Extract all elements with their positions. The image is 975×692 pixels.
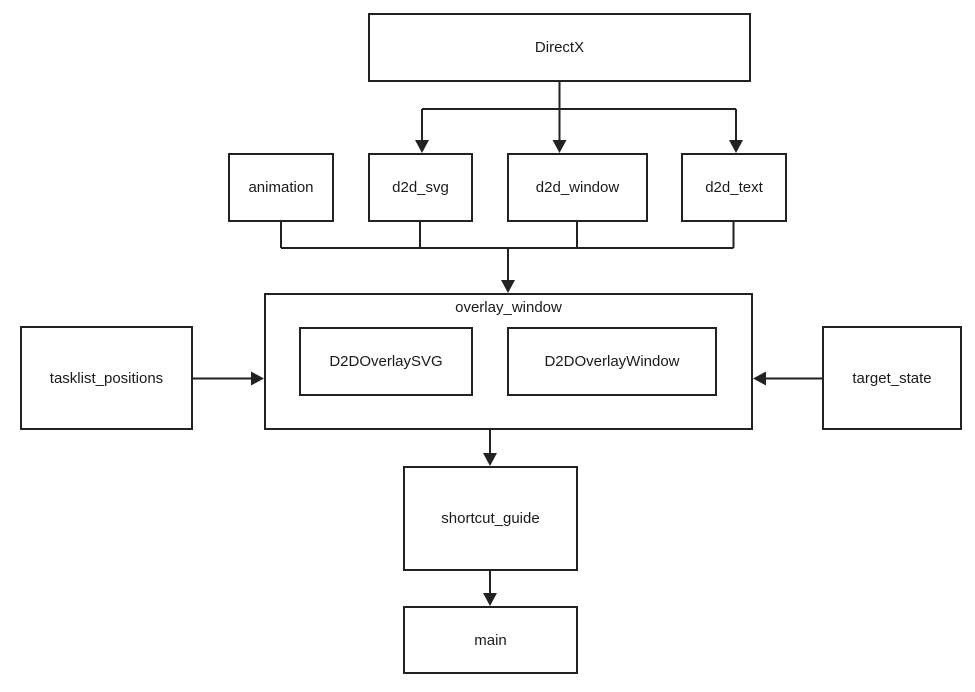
node-tasklist-positions: tasklist_positions: [20, 326, 193, 430]
node-shortcut-guide: shortcut_guide: [403, 466, 578, 571]
arrowhead-right-icon: [251, 371, 264, 386]
node-overlay-window: overlay_window D2DOverlaySVG D2DOverlayW…: [264, 293, 753, 430]
node-d2d-overlay-window: D2DOverlayWindow: [507, 327, 717, 396]
node-animation: animation: [228, 153, 334, 222]
node-directx: DirectX: [368, 13, 751, 82]
node-target-state: target_state: [822, 326, 962, 430]
edge-directx-to-d2d-window: [552, 109, 567, 153]
edge-directx-to-d2d-text: [729, 109, 743, 153]
arrowhead-down-icon: [483, 593, 497, 606]
node-d2d-svg: d2d_svg: [368, 153, 473, 222]
edge-target-state-to-overlay-window: [753, 371, 822, 386]
node-main: main: [403, 606, 578, 674]
node-d2d-overlay-svg: D2DOverlaySVG: [299, 327, 473, 396]
overlay-window-label: overlay_window: [455, 299, 562, 316]
arrowhead-down-icon: [415, 140, 429, 153]
edge-overlay-window-to-shortcut-guide: [483, 430, 497, 466]
edge-directx-branch: [422, 82, 736, 110]
edge-directx-to-d2d-svg: [415, 109, 429, 153]
arrowhead-down-icon: [729, 140, 743, 153]
node-d2d-window: d2d_window: [507, 153, 648, 222]
arrowhead-down-icon: [501, 280, 515, 293]
edge-shortcut-guide-to-main: [483, 571, 497, 606]
edge-tasklist-positions-to-overlay-window: [193, 371, 264, 386]
node-d2d-text: d2d_text: [681, 153, 787, 222]
edge-row2-merge-to-overlay-window: [280, 222, 735, 293]
arrowhead-left-icon: [753, 371, 766, 386]
arrowhead-down-icon: [483, 453, 497, 466]
arrowhead-down-icon: [552, 140, 567, 153]
